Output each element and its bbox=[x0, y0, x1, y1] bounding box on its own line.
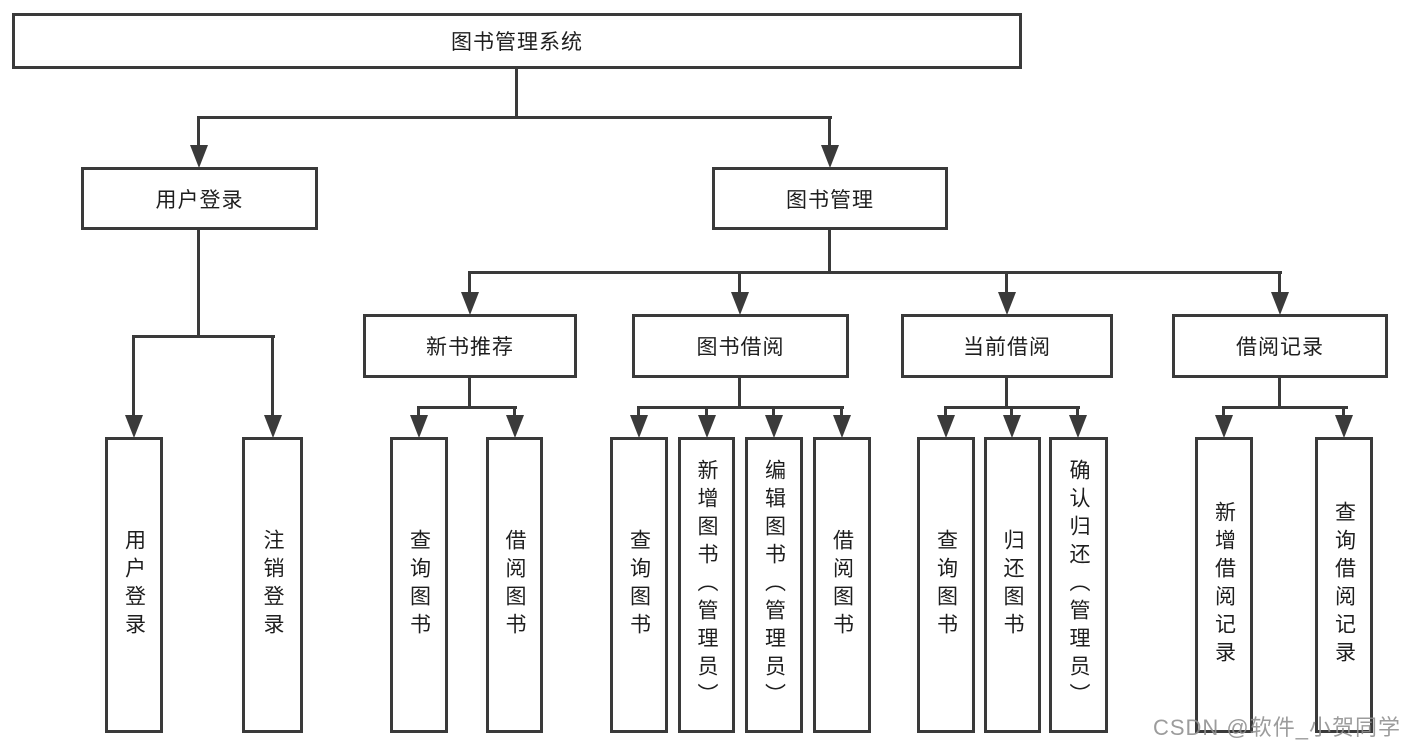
connector-new-rec-branch-stem bbox=[468, 378, 471, 408]
watermark: CSDN @软件_小贺同学 bbox=[1152, 715, 1401, 740]
arrowhead-book-mgmt bbox=[821, 145, 839, 168]
arrowhead-new-rec-leaf2 bbox=[506, 415, 524, 438]
leaf-confirm-return-admin-label: 确认归还（管理员） bbox=[1067, 459, 1090, 711]
arrowhead-current-leaf3 bbox=[1069, 415, 1087, 438]
node-root-label: 图书管理系统 bbox=[451, 31, 583, 54]
connector-new-rec-leaf2-stub bbox=[513, 406, 516, 417]
leaf-user-login-label: 用户登录 bbox=[122, 529, 146, 641]
leaf-add-book-admin: 新增图书（管理员） bbox=[678, 437, 735, 733]
connector-borrow-leaf3-stub bbox=[772, 406, 775, 417]
connector-current-leaf1-stub bbox=[944, 406, 947, 417]
connector-current-branch-stem bbox=[1005, 378, 1008, 408]
leaf-query-borrow-record-label: 查询借阅记录 bbox=[1332, 501, 1356, 669]
connector-borrow-leaf2-stub bbox=[705, 406, 708, 417]
leaf-add-book-admin-label: 新增图书（管理员） bbox=[695, 459, 718, 711]
leaf-add-borrow-record-label: 新增借阅记录 bbox=[1212, 501, 1236, 669]
leaf-logout-label: 注销登录 bbox=[261, 529, 284, 641]
connector-login-stub bbox=[132, 335, 135, 417]
arrowhead-logout bbox=[264, 415, 282, 438]
arrowhead-new-rec-leaf1 bbox=[410, 415, 428, 438]
arrowhead-login bbox=[125, 415, 143, 438]
node-new-book-recommend: 新书推荐 bbox=[363, 314, 577, 378]
arrowhead-user-login bbox=[190, 145, 208, 168]
arrowhead-borrow-leaf2 bbox=[698, 415, 716, 438]
node-current-borrow-label: 当前借阅 bbox=[963, 336, 1051, 359]
leaf-borrow-query-book: 查询图书 bbox=[610, 437, 668, 733]
connector-new-rec-stub bbox=[468, 271, 471, 294]
leaf-recommend-borrow-book: 借阅图书 bbox=[486, 437, 543, 733]
connector-user-login-branch-bar bbox=[132, 335, 275, 338]
connector-book-mgmt-branch-bar bbox=[468, 271, 1282, 274]
node-current-borrow: 当前借阅 bbox=[901, 314, 1113, 378]
node-user-login-label: 用户登录 bbox=[155, 188, 244, 212]
leaf-logout: 注销登录 bbox=[242, 437, 303, 733]
connector-book-mgmt-branch-stem bbox=[828, 230, 831, 273]
connector-record-stub bbox=[1278, 271, 1281, 294]
node-book-borrow: 图书借阅 bbox=[632, 314, 849, 378]
node-borrow-record-label: 借阅记录 bbox=[1236, 336, 1324, 359]
connector-current-stub bbox=[1005, 271, 1008, 294]
leaf-recommend-query-book-label: 查询图书 bbox=[407, 529, 431, 641]
node-new-book-recommend-label: 新书推荐 bbox=[426, 336, 514, 359]
node-book-management: 图书管理 bbox=[712, 167, 948, 230]
connector-borrow-stub bbox=[738, 271, 741, 294]
connector-record-leaf2-stub bbox=[1342, 406, 1345, 417]
leaf-return-book: 归还图书 bbox=[984, 437, 1041, 733]
connector-user-login-branch-stem bbox=[197, 230, 200, 338]
connector-record-branch-stem bbox=[1278, 378, 1281, 408]
node-book-borrow-label: 图书借阅 bbox=[696, 336, 785, 359]
leaf-current-query-book: 查询图书 bbox=[917, 437, 975, 733]
connector-root-stem bbox=[515, 69, 518, 119]
leaf-recommend-query-book: 查询图书 bbox=[390, 437, 448, 733]
arrowhead-record-leaf1 bbox=[1215, 415, 1233, 438]
arrowhead-borrow-leaf1 bbox=[630, 415, 648, 438]
connector-user-login-stub bbox=[197, 116, 200, 147]
connector-borrow-branch-stem bbox=[738, 378, 741, 408]
leaf-edit-book-admin-label: 编辑图书（管理员） bbox=[762, 459, 786, 711]
connector-borrow-leaf1-stub bbox=[637, 406, 640, 417]
leaf-user-login: 用户登录 bbox=[105, 437, 163, 733]
arrowhead-record bbox=[1271, 292, 1289, 315]
leaf-borrow-query-book-label: 查询图书 bbox=[627, 529, 651, 641]
node-book-management-label: 图书管理 bbox=[786, 188, 874, 212]
leaf-edit-book-admin: 编辑图书（管理员） bbox=[745, 437, 803, 733]
connector-new-rec-branch-bar bbox=[417, 406, 517, 409]
arrowhead-current-leaf2 bbox=[1003, 415, 1021, 438]
connector-root-bar bbox=[197, 116, 832, 119]
arrowhead-current bbox=[998, 292, 1016, 315]
arrowhead-current-leaf1 bbox=[937, 415, 955, 438]
arrowhead-borrow-leaf4 bbox=[833, 415, 851, 438]
connector-book-mgmt-stub bbox=[828, 116, 831, 147]
connector-borrow-branch-bar bbox=[637, 406, 844, 409]
node-user-login: 用户登录 bbox=[81, 167, 318, 230]
connector-new-rec-leaf1-stub bbox=[417, 406, 420, 417]
node-root: 图书管理系统 bbox=[12, 13, 1022, 69]
leaf-return-book-label: 归还图书 bbox=[1001, 529, 1024, 641]
leaf-borrow-book-label: 借阅图书 bbox=[830, 529, 854, 641]
leaf-recommend-borrow-book-label: 借阅图书 bbox=[503, 529, 526, 641]
connector-record-branch-bar bbox=[1222, 406, 1348, 409]
arrowhead-borrow bbox=[731, 292, 749, 315]
leaf-query-borrow-record: 查询借阅记录 bbox=[1315, 437, 1373, 733]
arrowhead-borrow-leaf3 bbox=[765, 415, 783, 438]
node-borrow-record: 借阅记录 bbox=[1172, 314, 1388, 378]
leaf-add-borrow-record: 新增借阅记录 bbox=[1195, 437, 1253, 733]
connector-current-leaf3-stub bbox=[1076, 406, 1079, 417]
connector-current-leaf2-stub bbox=[1010, 406, 1013, 417]
connector-logout-stub bbox=[271, 335, 274, 417]
arrowhead-new-rec bbox=[461, 292, 479, 315]
arrowhead-record-leaf2 bbox=[1335, 415, 1353, 438]
leaf-current-query-book-label: 查询图书 bbox=[934, 529, 958, 641]
connector-borrow-leaf4-stub bbox=[840, 406, 843, 417]
leaf-borrow-book: 借阅图书 bbox=[813, 437, 871, 733]
leaf-confirm-return-admin: 确认归还（管理员） bbox=[1049, 437, 1108, 733]
connector-record-leaf1-stub bbox=[1222, 406, 1225, 417]
